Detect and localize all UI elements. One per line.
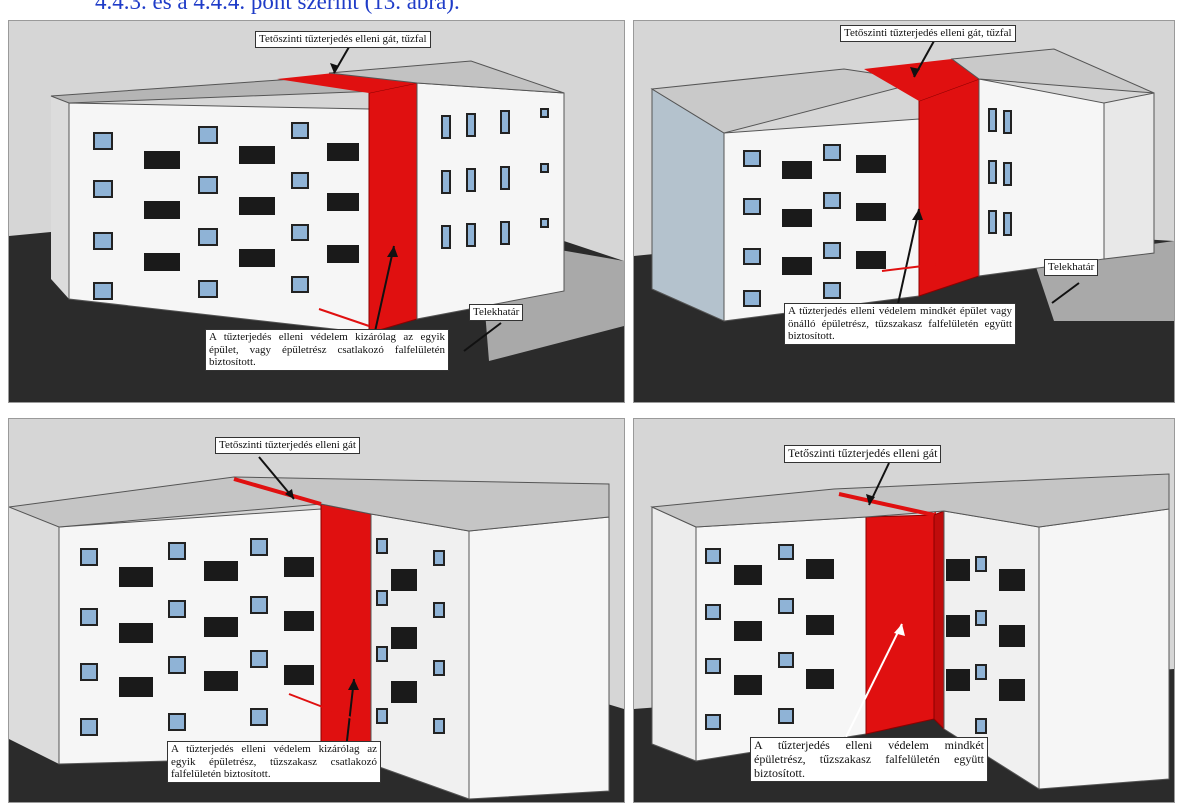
- roof-barrier-label: Tetőszinti tűzterjedés elleni gát, tűzfa…: [255, 31, 431, 48]
- illustration-panel-1: Tetőszinti tűzterjedés elleni gát, tűzfa…: [8, 20, 625, 403]
- right-building-facade: [979, 79, 1104, 276]
- boundary-label: Telekhatár: [469, 304, 523, 321]
- fire-wall-right-part: [934, 511, 944, 729]
- right-building-facade: [469, 517, 609, 799]
- roof-barrier-label: Tetőszinti tűzterjedés elleni gát: [215, 437, 360, 454]
- left-building-facade: [69, 103, 369, 333]
- right-building-facade: [417, 83, 564, 319]
- left-building-facade: [59, 509, 321, 764]
- protection-note: A tűzterjedés elleni védelem kizárólag a…: [205, 329, 449, 371]
- fire-wall: [369, 83, 417, 333]
- protection-note: A tűzterjedés elleni védelem mindkét épü…: [750, 737, 988, 782]
- protection-note: A tűzterjedés elleni védelem kizárólag a…: [167, 741, 381, 783]
- fire-wall-left-part: [866, 515, 934, 734]
- protection-note: A tűzterjedés elleni védelem mindkét épü…: [784, 303, 1016, 345]
- figure-reference-caption: 4.4.3. és a 4.4.4. pont szerint (13. ábr…: [95, 0, 460, 15]
- illustration-panel-4: Tetőszinti tűzterjedés elleni gát A tűzt…: [633, 418, 1175, 803]
- illustration-panel-3: Tetőszinti tűzterjedés elleni gát A tűzt…: [8, 418, 625, 803]
- illustration-panel-2: Tetőszinti tűzterjedés elleni gát, tűzfa…: [633, 20, 1175, 403]
- boundary-label: Telekhatár: [1044, 259, 1098, 276]
- right-building-facade: [1039, 509, 1169, 789]
- roof-barrier-label: Tetőszinti tűzterjedés elleni gát, tűzfa…: [840, 25, 1016, 42]
- roof-barrier-label: Tetőszinti tűzterjedés elleni gát: [784, 445, 941, 463]
- fire-wall: [321, 504, 371, 764]
